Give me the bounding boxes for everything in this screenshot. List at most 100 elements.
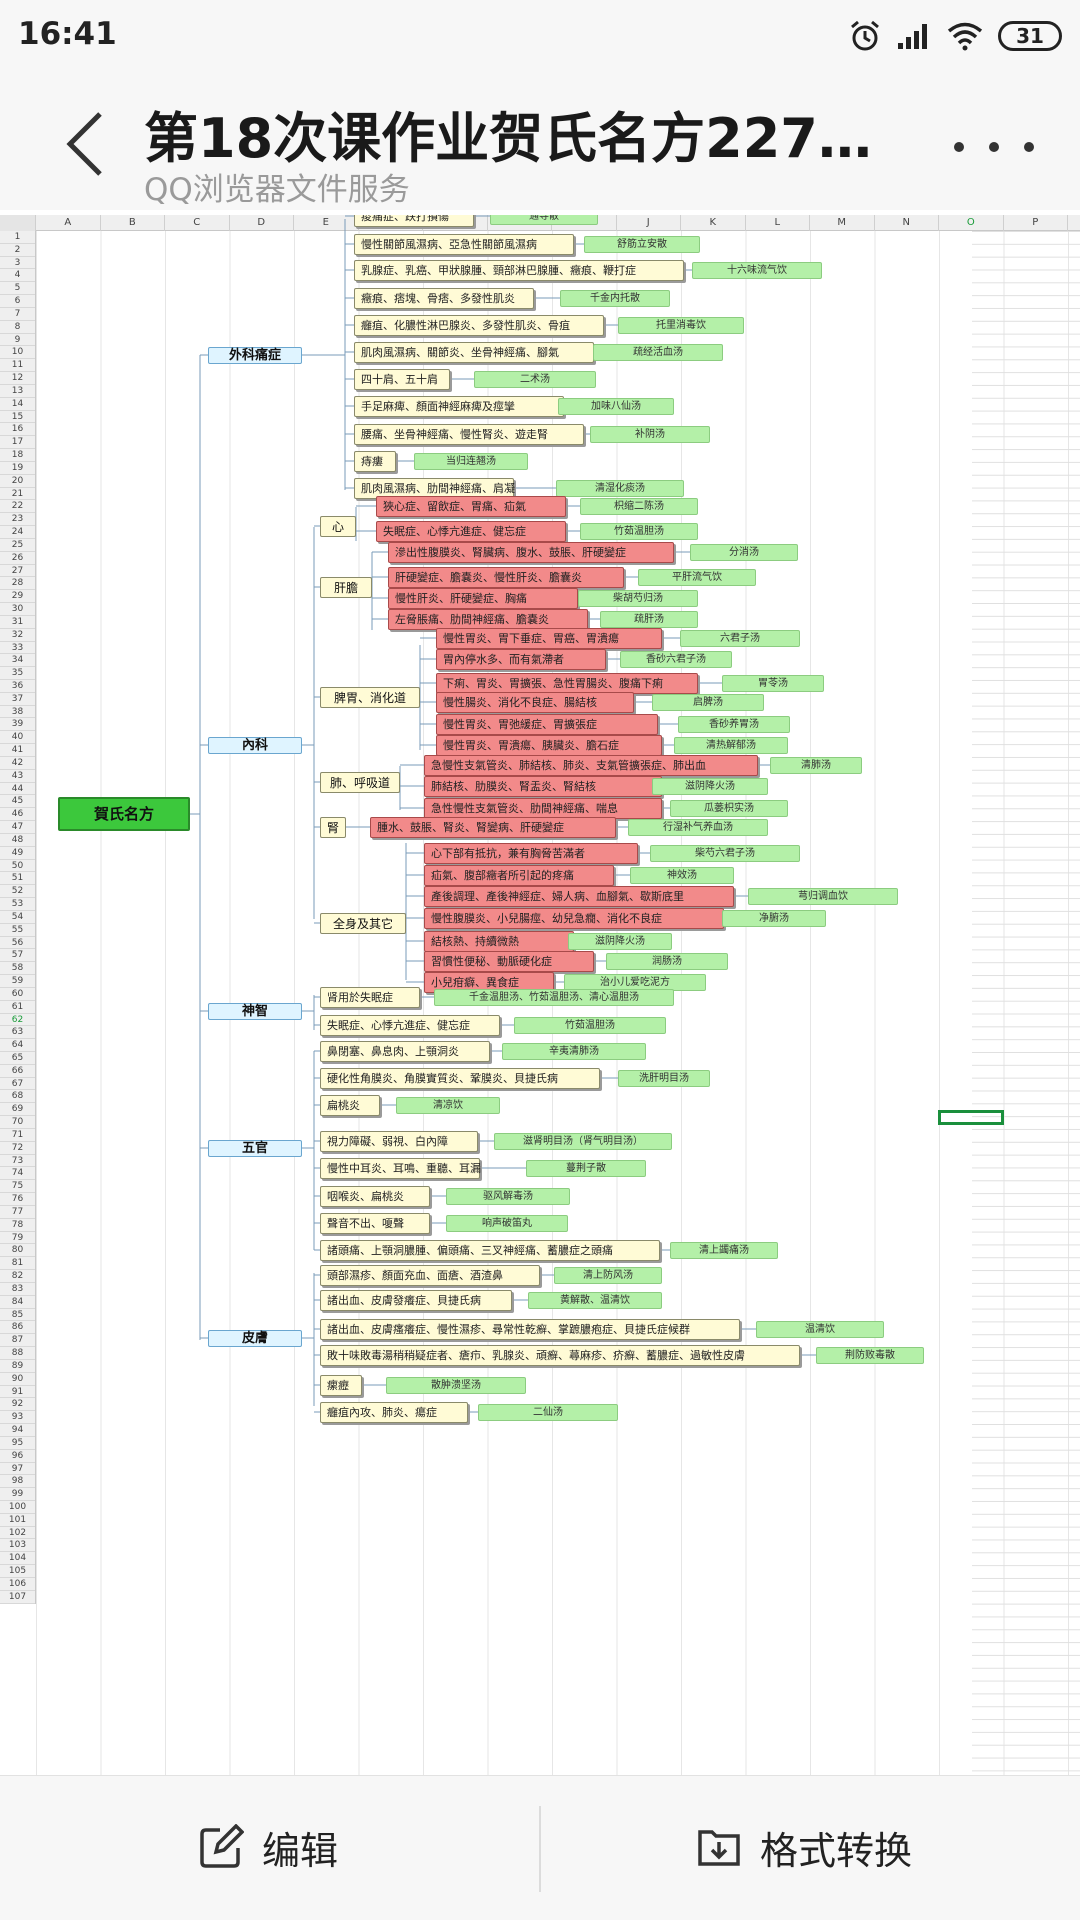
row-header[interactable]: 39 <box>0 718 35 732</box>
row-header[interactable]: 11 <box>0 359 35 373</box>
column-header-p[interactable]: P <box>1004 215 1068 231</box>
row-header[interactable]: 50 <box>0 860 35 873</box>
row-header[interactable]: 62 <box>0 1014 35 1027</box>
row-header[interactable]: 28 <box>0 577 35 591</box>
row-header[interactable]: 3 <box>0 257 35 270</box>
row-header[interactable]: 34 <box>0 654 35 668</box>
row-header[interactable]: 49 <box>0 847 35 860</box>
row-header[interactable]: 92 <box>0 1398 35 1412</box>
row-header[interactable]: 21 <box>0 488 35 501</box>
row-header[interactable]: 65 <box>0 1052 35 1065</box>
row-header[interactable]: 2 <box>0 244 35 257</box>
row-header[interactable]: 48 <box>0 834 35 847</box>
column-header-a[interactable]: A <box>36 215 101 231</box>
row-header[interactable]: 29 <box>0 590 35 604</box>
row-header[interactable]: 87 <box>0 1334 35 1348</box>
row-header[interactable]: 54 <box>0 911 35 924</box>
row-header[interactable]: 74 <box>0 1167 35 1181</box>
row-header[interactable]: 106 <box>0 1578 35 1591</box>
row-header[interactable]: 96 <box>0 1450 35 1463</box>
row-header[interactable]: 41 <box>0 744 35 757</box>
row-header[interactable]: 61 <box>0 1001 35 1014</box>
row-header[interactable]: 43 <box>0 770 35 783</box>
column-header-b[interactable]: B <box>101 215 165 231</box>
edit-button[interactable]: 编辑 <box>198 1812 338 1882</box>
row-header[interactable]: 95 <box>0 1437 35 1450</box>
row-header[interactable]: 46 <box>0 808 35 822</box>
row-header[interactable]: 8 <box>0 321 35 334</box>
column-header-j[interactable]: J <box>617 215 681 231</box>
selected-cell[interactable] <box>938 1110 1004 1125</box>
row-header[interactable]: 27 <box>0 565 35 578</box>
row-header[interactable]: 26 <box>0 552 35 565</box>
row-header[interactable]: 12 <box>0 372 35 385</box>
row-header[interactable]: 63 <box>0 1026 35 1040</box>
row-header[interactable]: 31 <box>0 616 35 629</box>
column-header-c[interactable]: C <box>165 215 230 231</box>
row-header[interactable]: 76 <box>0 1193 35 1206</box>
row-header[interactable]: 77 <box>0 1206 35 1219</box>
row-header[interactable]: 73 <box>0 1155 35 1168</box>
row-header[interactable]: 80 <box>0 1244 35 1258</box>
row-header[interactable]: 93 <box>0 1411 35 1425</box>
row-header[interactable]: 91 <box>0 1386 35 1399</box>
row-header[interactable]: 88 <box>0 1347 35 1360</box>
row-header[interactable]: 64 <box>0 1039 35 1052</box>
row-header[interactable]: 70 <box>0 1116 35 1129</box>
row-header[interactable]: 55 <box>0 924 35 937</box>
row-header[interactable]: 107 <box>0 1591 35 1604</box>
more-dots-icon[interactable] <box>954 132 1034 162</box>
row-header[interactable]: 100 <box>0 1501 35 1514</box>
row-header[interactable]: 66 <box>0 1065 35 1078</box>
row-header[interactable]: 105 <box>0 1565 35 1578</box>
row-header[interactable]: 24 <box>0 526 35 539</box>
row-header[interactable]: 83 <box>0 1283 35 1296</box>
row-header[interactable]: 67 <box>0 1078 35 1091</box>
column-header-o[interactable]: O <box>939 215 1004 231</box>
column-header-m[interactable]: M <box>810 215 875 231</box>
row-header[interactable]: 59 <box>0 975 35 988</box>
row-header[interactable]: 13 <box>0 385 35 398</box>
row-header[interactable]: 81 <box>0 1257 35 1271</box>
row-header[interactable]: 9 <box>0 334 35 347</box>
row-header[interactable]: 23 <box>0 513 35 527</box>
row-header[interactable]: 53 <box>0 898 35 911</box>
row-header[interactable]: 20 <box>0 475 35 488</box>
back-button[interactable] <box>56 108 116 178</box>
row-header[interactable]: 17 <box>0 436 35 450</box>
row-header[interactable]: 102 <box>0 1527 35 1540</box>
row-header[interactable]: 75 <box>0 1180 35 1194</box>
row-header[interactable]: 42 <box>0 757 35 770</box>
row-header[interactable]: 56 <box>0 937 35 950</box>
row-header[interactable]: 16 <box>0 423 35 437</box>
row-header[interactable]: 37 <box>0 693 35 706</box>
row-header[interactable]: 101 <box>0 1514 35 1527</box>
row-header[interactable]: 58 <box>0 962 35 976</box>
row-header[interactable]: 25 <box>0 539 35 552</box>
row-header[interactable]: 35 <box>0 667 35 680</box>
row-header[interactable]: 86 <box>0 1321 35 1335</box>
row-header[interactable]: 99 <box>0 1488 35 1501</box>
row-header[interactable]: 84 <box>0 1296 35 1309</box>
row-header[interactable]: 40 <box>0 731 35 745</box>
sheet-corner[interactable] <box>0 215 36 231</box>
row-header[interactable]: 51 <box>0 872 35 886</box>
row-header[interactable]: 72 <box>0 1142 35 1155</box>
row-header[interactable]: 85 <box>0 1309 35 1322</box>
row-header[interactable]: 98 <box>0 1475 35 1489</box>
row-header[interactable]: 69 <box>0 1103 35 1117</box>
row-header[interactable]: 44 <box>0 783 35 796</box>
format-convert-button[interactable]: 格式转换 <box>696 1812 912 1882</box>
row-header[interactable]: 18 <box>0 449 35 462</box>
row-header[interactable]: 10 <box>0 346 35 360</box>
row-header[interactable]: 60 <box>0 988 35 1001</box>
column-header-k[interactable]: K <box>681 215 746 231</box>
row-header[interactable]: 71 <box>0 1129 35 1142</box>
row-header[interactable]: 5 <box>0 282 35 296</box>
row-header[interactable]: 97 <box>0 1463 35 1476</box>
row-header[interactable]: 68 <box>0 1090 35 1104</box>
row-header[interactable]: 79 <box>0 1232 35 1245</box>
column-header-n[interactable]: N <box>875 215 939 231</box>
row-header[interactable]: 38 <box>0 706 35 719</box>
row-header[interactable]: 57 <box>0 949 35 963</box>
